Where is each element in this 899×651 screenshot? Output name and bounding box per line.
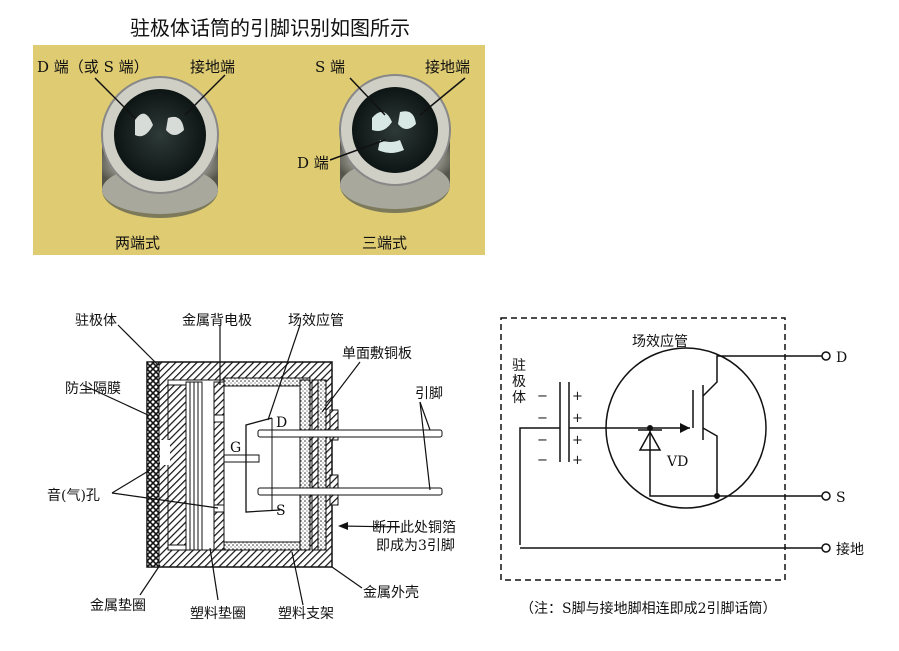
equivalent-circuit: − − − − + + + + 场效应管 驻 极 体 VD D S 接地 （注：S脚与接地脚…: [500, 317, 864, 617]
page-title: 驻极体话筒的引脚识别如图所示: [130, 16, 410, 40]
label-sound-hole: 音(气)孔: [47, 487, 100, 504]
circuit-note: （注：S脚与接地脚相连即成2引脚话筒）: [520, 600, 777, 617]
label-plastic-frame: 塑料支架: [278, 606, 334, 622]
svg-text:−: −: [537, 433, 548, 448]
svg-text:+: +: [572, 389, 583, 404]
circuit-electret-2: 极: [512, 374, 526, 390]
label-back-plate: 金属背电极: [182, 313, 252, 329]
svg-text:+: +: [572, 433, 583, 448]
label-dust-film: 防尘隔膜: [65, 381, 121, 397]
two-pin-mic: [101, 76, 219, 218]
left-pin-label-ground: 接地端: [190, 58, 235, 76]
circuit-vd-label: VD: [666, 454, 688, 470]
label-electret: 驻极体: [75, 313, 117, 329]
label-pins: 引脚: [415, 386, 443, 402]
label-pcb: 单面敷铜板: [342, 346, 412, 362]
svg-text:+: +: [572, 453, 583, 468]
label-fet: 场效应管: [288, 312, 344, 329]
svg-text:−: −: [537, 389, 548, 404]
right-pin-label-s: S 端: [315, 58, 345, 76]
svg-text:−: −: [537, 411, 548, 426]
circuit-fet-label: 场效应管: [632, 333, 688, 350]
label-break-note-1: 断开此处铜箔: [372, 520, 456, 536]
label-g: G: [230, 440, 241, 456]
photo-panel: D 端（或 S 端） 接地端 两端式 S 端 接地端 D 端 三端式: [33, 45, 485, 255]
circuit-electret-3: 体: [512, 390, 526, 406]
three-pin-mic: [339, 74, 451, 213]
structure-cross-section: 驻极体 金属背电极 场效应管 单面敷铜板 防尘隔膜 引脚 音(气)孔 G D S…: [47, 312, 456, 622]
label-d: D: [276, 415, 287, 431]
right-pin-label-d: D 端: [297, 154, 329, 172]
terminal-s-label: S: [836, 490, 846, 506]
label-plastic-washer: 塑料垫圈: [190, 606, 246, 622]
right-pin-label-ground: 接地端: [425, 58, 470, 76]
svg-text:−: −: [537, 453, 548, 468]
terminal-d-label: D: [836, 350, 847, 366]
label-s: S: [276, 503, 286, 519]
left-pin-label-d-or-s: D 端（或 S 端）: [37, 58, 149, 76]
svg-text:+: +: [572, 411, 583, 426]
terminal-ground-label: 接地: [836, 541, 864, 558]
label-metal-washer: 金属垫圈: [90, 598, 146, 614]
label-metal-shell: 金属外壳: [363, 584, 419, 601]
right-caption: 三端式: [362, 234, 407, 252]
label-break-note-2: 即成为3引脚: [376, 538, 455, 554]
left-caption: 两端式: [115, 234, 160, 252]
circuit-electret-1: 驻: [512, 358, 526, 374]
